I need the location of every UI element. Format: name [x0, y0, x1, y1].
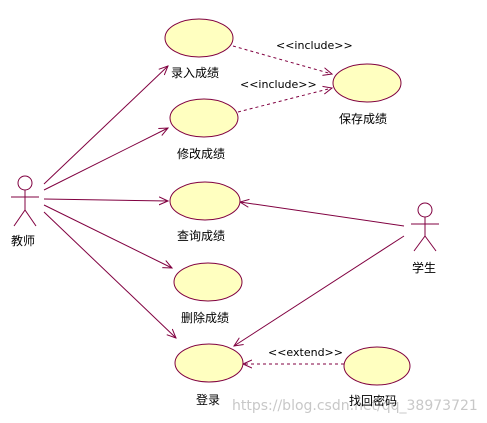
usecase-enter-grades — [164, 18, 234, 58]
actor-student-label: 学生 — [412, 260, 436, 275]
usecase-save-grades-label: 保存成绩 — [339, 112, 387, 126]
usecase-enter-grades-label: 录入成绩 — [171, 66, 219, 80]
usecase-query-grades-label: 查询成绩 — [177, 229, 225, 243]
actor-student — [411, 202, 439, 252]
include-modify-save — [237, 88, 332, 113]
assoc-teacher-query — [43, 199, 168, 201]
usecase-recover-password-label: 找回密码 — [349, 393, 397, 408]
usecase-login-label: 登录 — [196, 392, 220, 407]
usecase-delete-grades-label: 删除成绩 — [181, 310, 229, 325]
watermark-text: https://blog.csdn.net/qq_38973721 — [232, 398, 478, 414]
include-label-1: <<include>> — [276, 39, 353, 52]
assoc-teacher-modify — [43, 128, 168, 191]
assoc-teacher-delete — [43, 204, 172, 268]
extend-label: <<extend>> — [268, 346, 343, 359]
include-label-2: <<include>> — [240, 78, 317, 91]
usecase-save-grades — [332, 63, 402, 103]
include-enter-save — [232, 45, 332, 74]
usecase-modify-grades-label: 修改成绩 — [177, 146, 225, 161]
assoc-student-login — [234, 235, 405, 346]
assoc-teacher-enter — [43, 66, 168, 185]
assoc-teacher-login — [43, 211, 176, 338]
usecase-login — [174, 343, 244, 383]
actor-teacher — [11, 175, 39, 227]
actor-student-head — [417, 202, 433, 218]
actor-teacher-head — [17, 175, 33, 191]
usecase-query-grades — [169, 181, 241, 221]
assoc-student-query — [240, 202, 405, 227]
usecase-modify-grades — [169, 98, 239, 138]
usecase-delete-grades — [173, 262, 243, 302]
actor-teacher-label: 教师 — [11, 233, 35, 248]
usecase-recover-password — [343, 346, 411, 386]
